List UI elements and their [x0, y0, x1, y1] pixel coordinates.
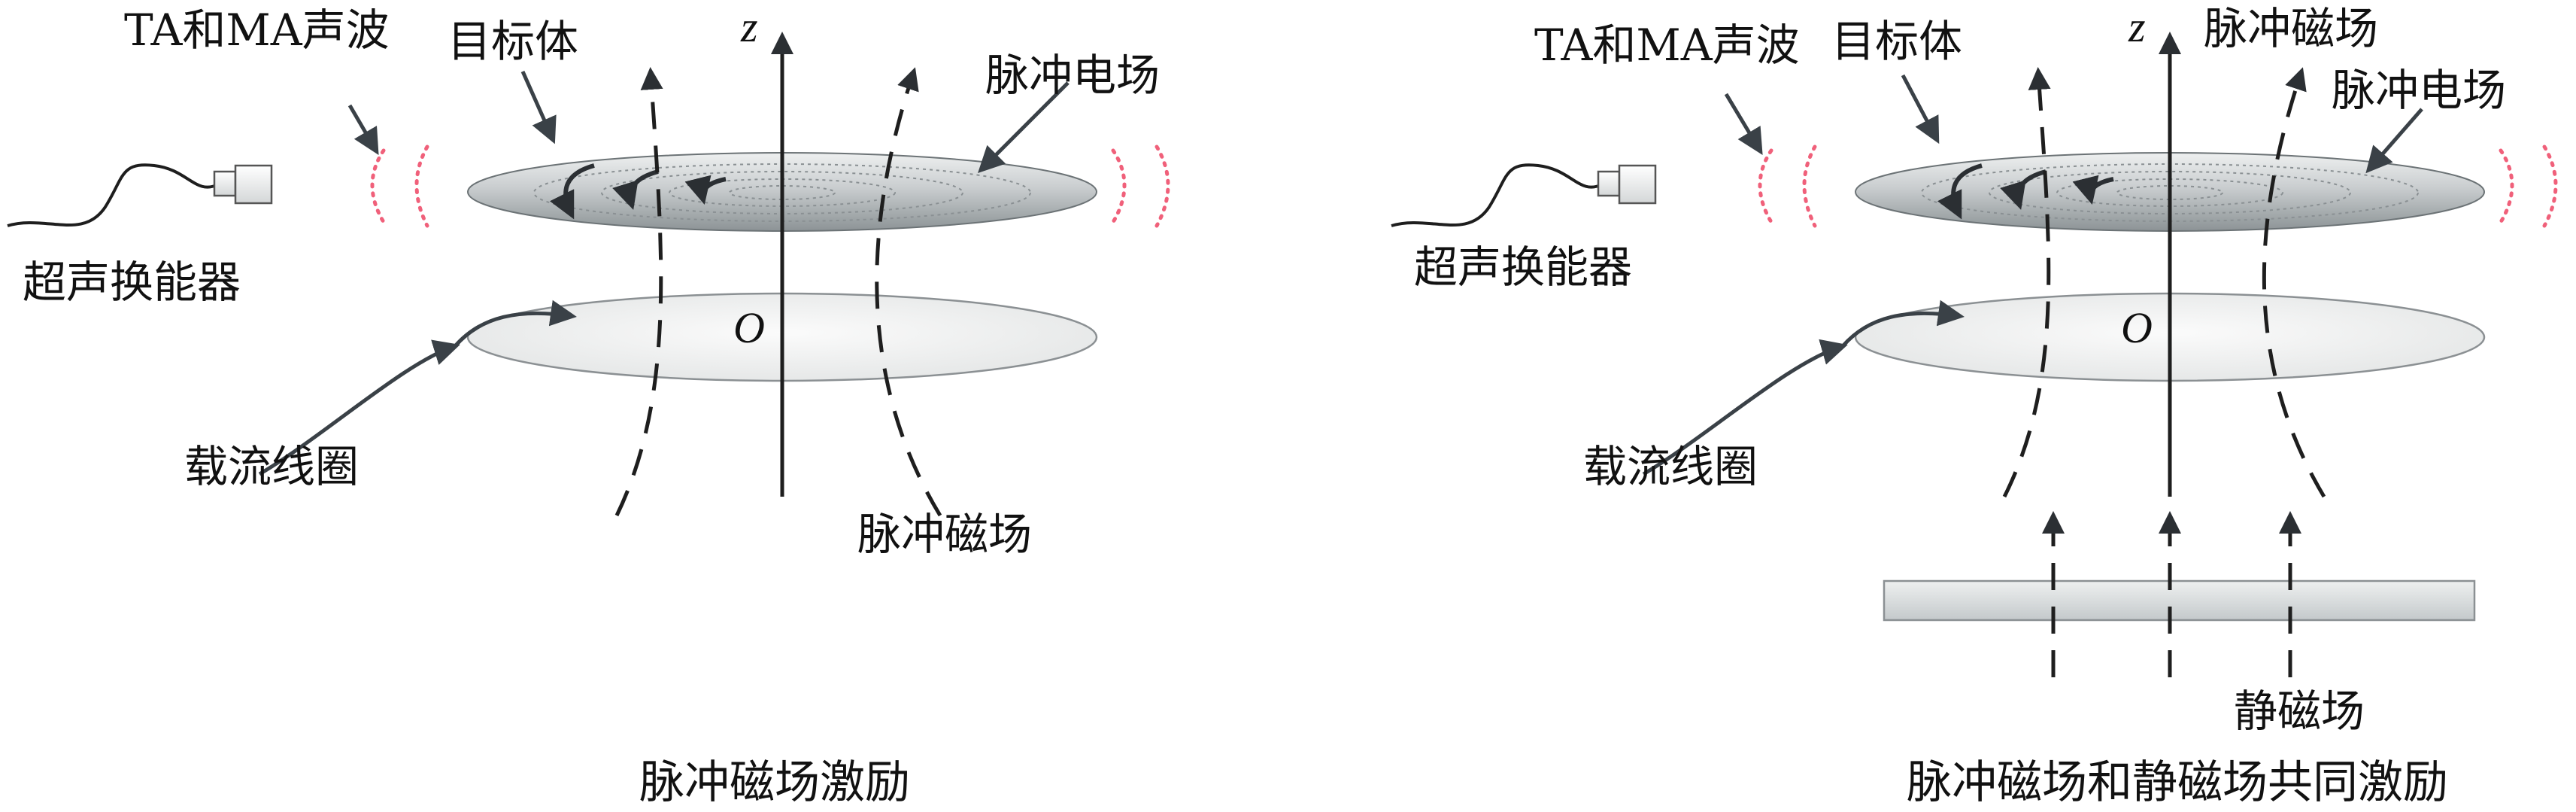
b-field-label: 脉冲磁场	[857, 509, 1032, 560]
e-field-label: 脉冲电场	[2332, 65, 2506, 116]
coil-label: 载流线圈	[1583, 441, 1758, 492]
panel-pulsed-magnetic: z O TA和MA声波 目标体 脉冲电场 超声换能器 载流线圈 脉冲磁场 脉冲磁…	[7, 2, 1170, 809]
acoustic-waves-left	[1758, 144, 1817, 228]
transducer-cable	[7, 163, 219, 227]
ultrasonic-transducer	[1597, 164, 1657, 205]
coil-label: 载流线圈	[184, 441, 359, 492]
transducer-cable	[1391, 163, 1603, 227]
transducer-label: 超声换能器	[23, 257, 241, 308]
acoustic-waves-right	[2499, 144, 2558, 228]
pointer-arrows	[258, 70, 1070, 476]
z-axis-label: z	[2128, 2, 2146, 51]
caption-left: 脉冲磁场激励	[639, 756, 910, 809]
acoustic-waves-right	[1111, 144, 1170, 228]
b-field-label: 脉冲磁场	[2204, 3, 2378, 54]
caption-right: 脉冲磁场和静磁场共同激励	[1907, 756, 2448, 809]
transducer-label: 超声换能器	[1414, 242, 1632, 293]
eddy-current-arrows	[550, 163, 727, 220]
pointer-arrows	[1642, 74, 2423, 476]
static-field-label: 静磁场	[2234, 686, 2365, 737]
panel-pulsed-and-static: z O TA和MA声波 目标体 脉冲磁场 脉冲电场 超声换能器 载流线圈 静磁场…	[1391, 2, 2558, 809]
origin-label: O	[2121, 303, 2153, 352]
ultrasonic-transducer	[213, 164, 273, 205]
pulsed-magnetic-field-lines	[2002, 67, 2326, 498]
static-magnetic-field-lines	[2042, 511, 2301, 677]
target-label: 目标体	[1831, 16, 1962, 67]
ta-ma-label: TA和MA声波	[124, 5, 390, 56]
static-magnet-bar	[1883, 579, 2476, 622]
target-label: 目标体	[448, 16, 578, 67]
e-field-label: 脉冲电场	[985, 50, 1160, 101]
pulsed-magnetic-field-lines	[614, 67, 942, 517]
eddy-current-arrows	[1937, 163, 2114, 220]
acoustic-waves-left	[370, 144, 429, 228]
origin-label: O	[733, 303, 765, 352]
z-axis-label: z	[740, 2, 758, 51]
ta-ma-label: TA和MA声波	[1534, 20, 1800, 71]
